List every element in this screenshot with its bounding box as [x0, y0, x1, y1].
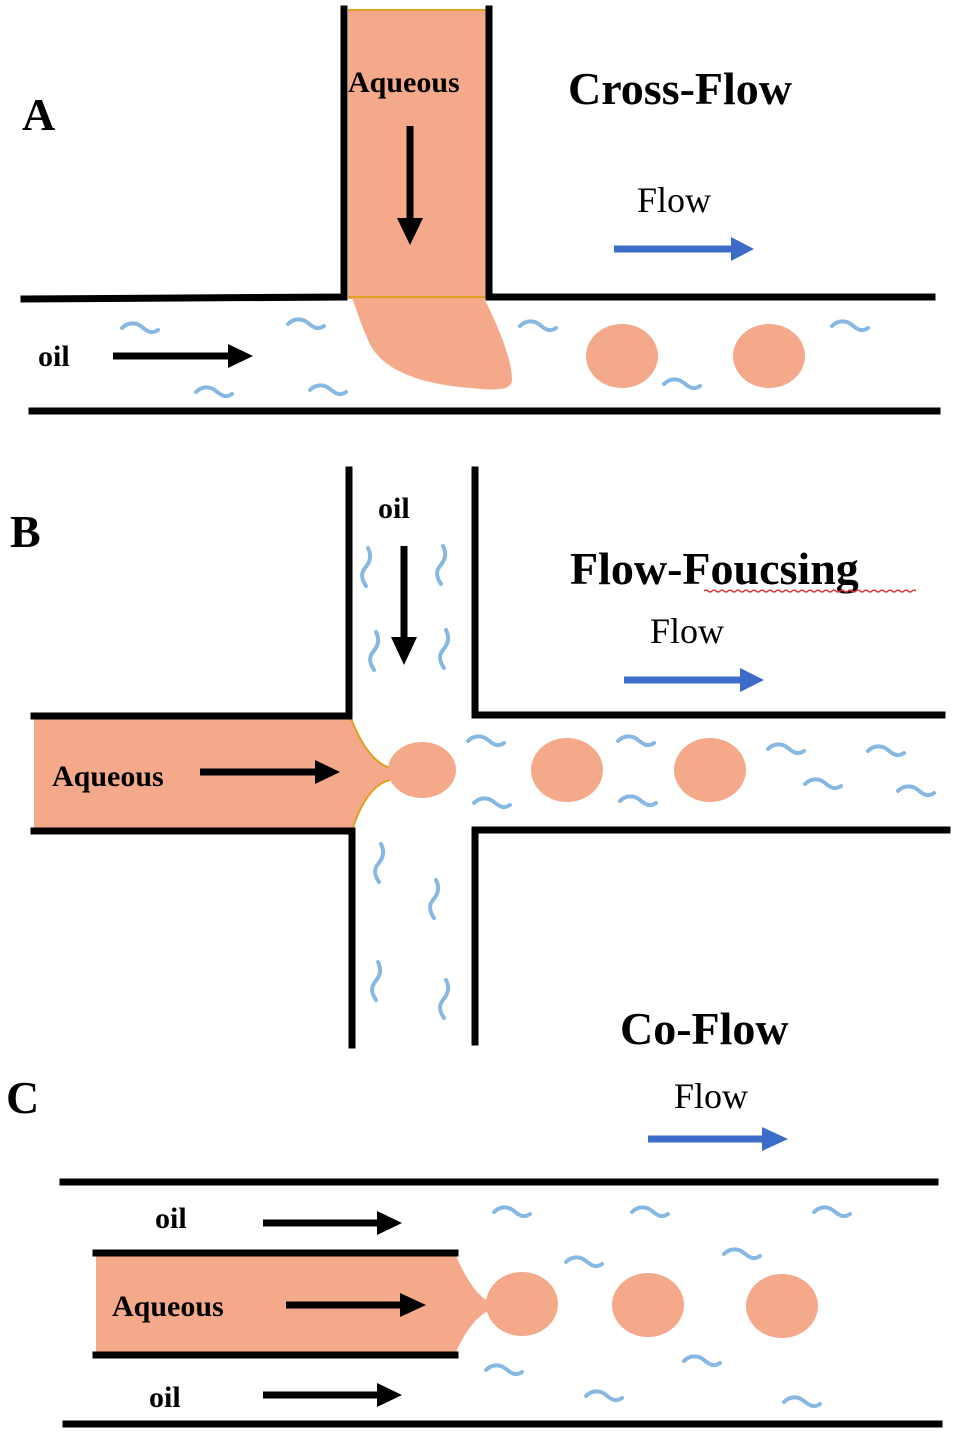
oil-wave [584, 1389, 624, 1403]
oil-wave [472, 796, 512, 810]
droplet-forming [388, 742, 456, 798]
flow-label-b: Flow [650, 611, 724, 651]
droplet [531, 738, 603, 802]
oil-wave [766, 742, 806, 756]
droplet [733, 324, 805, 388]
aqueous-label-b: Aqueous [52, 760, 164, 793]
oil-wave [435, 544, 448, 586]
oil-label-a: oil [38, 340, 70, 373]
panel-letter-c: C [6, 1072, 39, 1123]
oil-arrow-c-bottom-head [377, 1383, 402, 1407]
oil-arrow-a-head [228, 344, 253, 368]
aqueous-label-c: Aqueous [112, 1290, 224, 1323]
droplet [612, 1273, 684, 1337]
oil-wave [618, 794, 658, 808]
oil-wave [438, 628, 451, 670]
oil-wave [564, 1255, 604, 1269]
channel-wall-b-lower-right [471, 826, 951, 1046]
panel-a-cross-flow: A Cross-Flow Aqueous oil Flow [20, 5, 941, 415]
oil-wave [630, 1205, 670, 1219]
oil-wave [830, 319, 870, 333]
oil-wave [370, 960, 383, 1002]
oil-wave [782, 1395, 822, 1409]
oil-wave [662, 377, 702, 391]
channel-wall-b-upper-right [471, 466, 946, 719]
aqueous-arrow-a-head [397, 218, 423, 245]
flow-arrow-a-head [731, 237, 754, 261]
panel-letter-a: A [22, 89, 55, 140]
panel-c-title: Co-Flow [620, 1003, 789, 1054]
droplet [674, 738, 746, 802]
droplet [746, 1274, 818, 1338]
oil-wave [866, 744, 906, 758]
oil-wave [896, 784, 936, 798]
flow-label-a: Flow [637, 180, 711, 220]
panel-b-title: Flow-Foucsing [570, 543, 859, 594]
oil-arrow-c-top-head [377, 1211, 402, 1235]
channel-wall-b-lower-left [30, 827, 356, 1049]
oil-wave [466, 734, 506, 748]
aqueous-label-a: Aqueous [348, 66, 460, 99]
oil-wave [194, 385, 234, 399]
oil-wave [120, 321, 160, 335]
oil-wave [373, 842, 386, 884]
aqueous-plug [352, 298, 512, 390]
droplet [586, 324, 658, 388]
aqueous-neck-rim-bottom [351, 779, 391, 831]
droplet-forming [486, 1272, 558, 1336]
panel-c-co-flow: C Co-Flow Flow oil Aqueous oil [6, 1003, 943, 1428]
oil-wave [812, 1205, 852, 1219]
oil-arrow-b-head [391, 637, 417, 665]
oil-wave [616, 734, 656, 748]
oil-wave [803, 777, 843, 791]
aqueous-arrow-c-head [400, 1293, 426, 1317]
oil-wave [484, 1363, 524, 1377]
oil-wave [438, 978, 451, 1020]
oil-wave [368, 630, 381, 672]
flow-arrow-c-head [762, 1127, 788, 1151]
aqueous-arrow-b-head [315, 760, 340, 784]
channel-wall-b-upper-left [30, 466, 353, 720]
spellcheck-underline [703, 589, 917, 593]
oil-label-c-bottom: oil [149, 1381, 181, 1414]
oil-wave [722, 1247, 762, 1261]
channel-wall-a-upper-left [20, 5, 348, 303]
flow-arrow-b-head [740, 668, 764, 692]
panel-a-title: Cross-Flow [568, 63, 792, 114]
oil-wave [360, 546, 373, 588]
oil-label-c-top: oil [155, 1202, 187, 1235]
panel-letter-b: B [10, 506, 41, 557]
aqueous-inlet-channel-fill [348, 9, 489, 299]
oil-wave [492, 1205, 532, 1219]
oil-wave [286, 317, 326, 331]
oil-wave [518, 319, 558, 333]
oil-wave [428, 878, 441, 920]
oil-wave [308, 383, 348, 397]
oil-wave [682, 1354, 722, 1368]
flow-label-c: Flow [674, 1076, 748, 1116]
oil-label-b: oil [378, 492, 410, 525]
panel-b-flow-focusing: B Flow-Foucsing oil Aqueous Flow [10, 466, 951, 1049]
channel-wall-a-upper-right [485, 5, 936, 301]
aqueous-neck-rim-top [349, 715, 391, 769]
